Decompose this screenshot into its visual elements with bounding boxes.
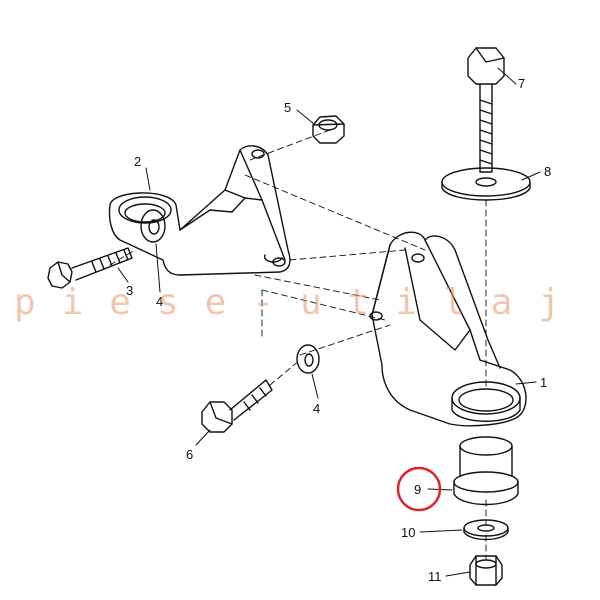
washer-large: [441, 167, 531, 201]
bolt-lower: [201, 379, 273, 433]
left-engine-mount-bracket: [108, 145, 291, 276]
hex-nut-top: [312, 115, 345, 144]
callout-4-lower: 4: [313, 401, 320, 416]
washer-lower: [296, 344, 320, 374]
callout-leader-lines: [117, 67, 541, 577]
callout-2: 2: [134, 154, 141, 169]
callout-10: 10: [401, 525, 415, 540]
rubber-bushing: [453, 436, 519, 506]
callout-8: 8: [544, 164, 551, 179]
bolt-left: [47, 247, 133, 289]
callout-5: 5: [284, 100, 291, 115]
hex-nut-bottom: [469, 555, 503, 586]
callout-3: 3: [126, 283, 133, 298]
callout-11: 11: [428, 569, 442, 584]
callout-9: 9: [414, 482, 421, 497]
callout-4-upper: 4: [156, 294, 163, 309]
right-engine-mount-bracket: [369, 231, 527, 427]
bolt-vertical-top: [467, 47, 505, 173]
callout-6: 6: [186, 447, 193, 462]
washer-upper: [140, 209, 166, 243]
callout-7: 7: [518, 76, 525, 91]
callout-1: 1: [540, 375, 547, 390]
callout-numbers: 1 2 3 4 4 5 6 7 8 9 10 11: [126, 76, 551, 584]
assembly-guide-lines: [109, 129, 487, 561]
washer-small: [463, 519, 509, 541]
highlight-circle: [396, 466, 442, 512]
